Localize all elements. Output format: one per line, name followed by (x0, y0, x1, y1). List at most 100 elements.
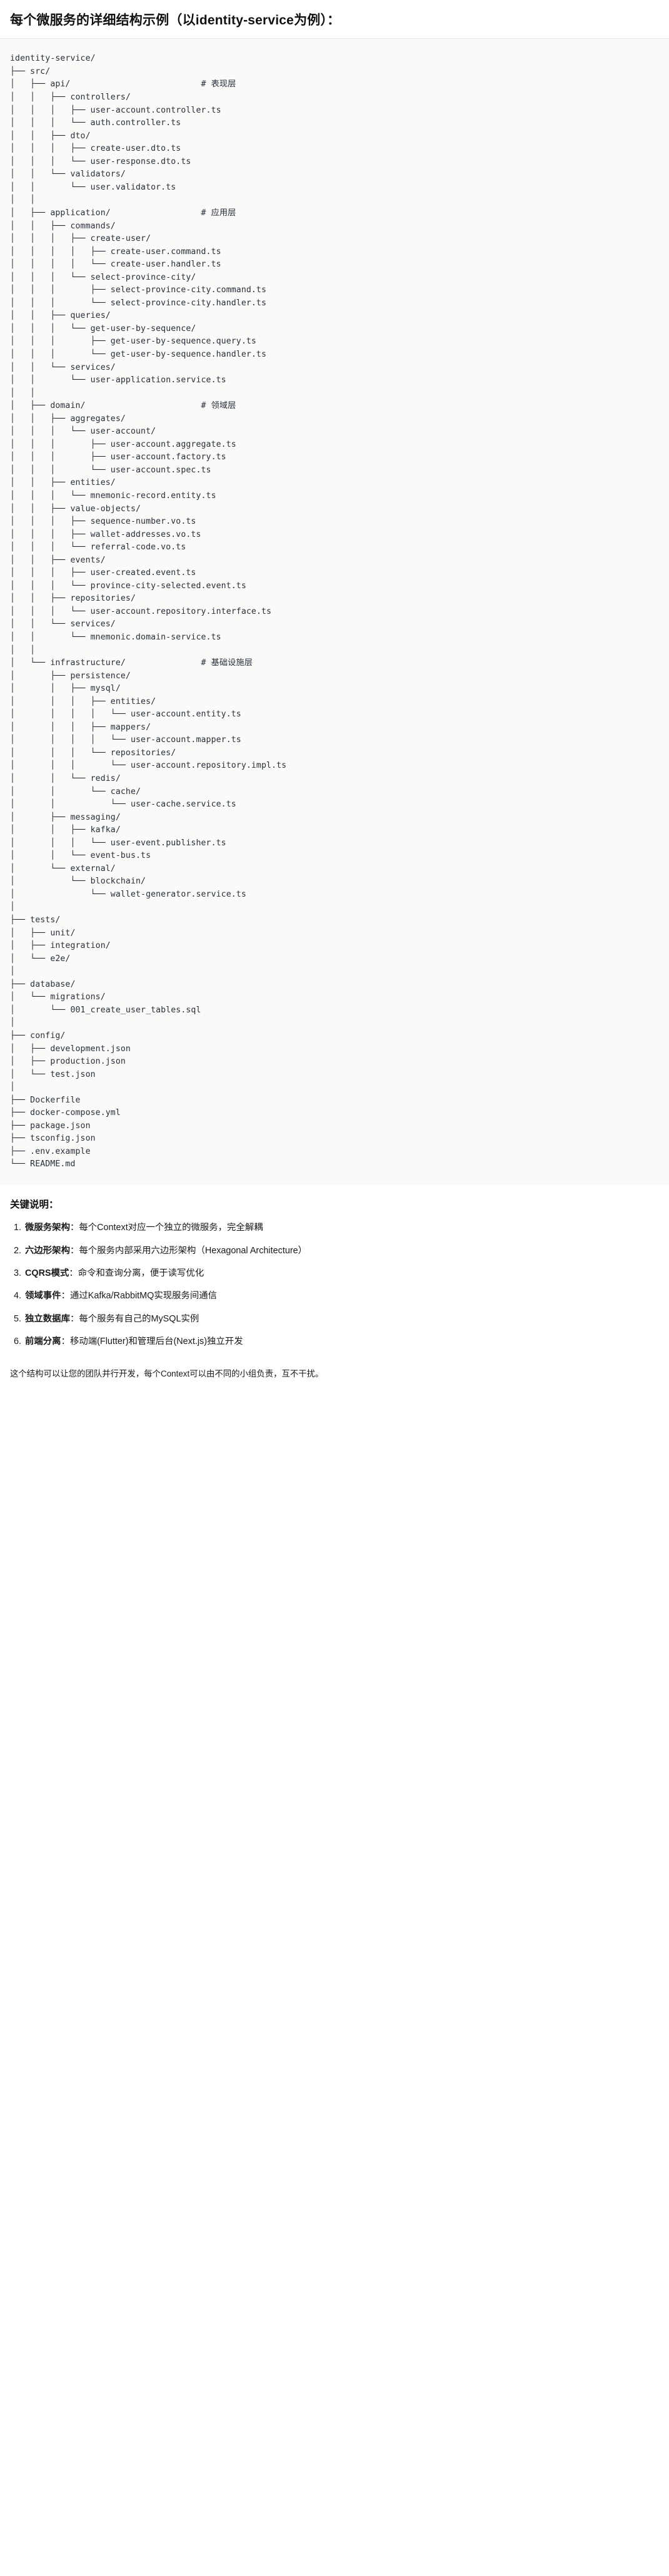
tree-line: │ │ ├── kafka/ (10, 825, 121, 835)
tree-line: └── README.md (10, 1159, 76, 1169)
tree-line: │ └── 001_create_user_tables.sql (10, 1005, 201, 1015)
tree-line: │ │ ├── repositories/ (10, 594, 136, 604)
tree-line: ├── tsconfig.json (10, 1134, 96, 1144)
tree-line: │ │ │ └── user-response.dto.ts (10, 156, 191, 166)
key-notes-list: 微服务架构：每个Context对应一个独立的微服务，完全解耦六边形架构：每个服务… (10, 1221, 659, 1348)
tree-line: │ │ └── user-cache.service.ts (10, 800, 236, 810)
directory-tree-content: identity-service/├── src/│ ├── api/ # 表现… (10, 53, 659, 1171)
tree-line: │ │ │ └── user-account.repository.interf… (10, 606, 272, 616)
tree-line: │ │ ├── aggregates/ (10, 414, 126, 424)
tree-line: │ │ └── validators/ (10, 170, 126, 180)
tree-line: │ │ (10, 195, 36, 205)
tree-line: │ ├── persistence/ (10, 671, 131, 681)
tree-line: │ ├── application/ # 应用层 (10, 208, 236, 218)
tree-line: │ │ │ └── user-event.publisher.ts (10, 838, 226, 848)
tree-line: │ (10, 1082, 16, 1092)
tree-line: │ ├── production.json (10, 1057, 126, 1067)
key-note-item: 六边形架构：每个服务内部采用六边形架构（Hexagonal Architectu… (24, 1244, 659, 1258)
tree-line: │ │ ├── events/ (10, 555, 106, 565)
tree-line: │ │ └── mnemonic.domain-service.ts (10, 633, 221, 642)
tree-line: │ │ ├── entities/ (10, 478, 116, 488)
tree-line: │ (10, 902, 16, 912)
tree-line: │ │ │ └── mnemonic-record.entity.ts (10, 491, 216, 501)
tree-line: │ │ │ └── get-user-by-sequence.handler.t… (10, 349, 267, 359)
tree-line: │ (10, 1018, 16, 1028)
directory-tree-code-block: identity-service/├── src/│ ├── api/ # 表现… (0, 39, 669, 1185)
key-notes-section: 关键说明： 微服务架构：每个Context对应一个独立的微服务，完全解耦六边形架… (0, 1185, 669, 1363)
tree-line: │ ├── development.json (10, 1044, 131, 1054)
tree-line: ├── docker-compose.yml (10, 1108, 121, 1118)
tree-line: │ │ (10, 388, 36, 398)
tree-line: │ │ │ ├── get-user-by-sequence.query.ts (10, 337, 256, 347)
tree-line: ├── config/ (10, 1031, 66, 1041)
tree-line: │ └── external/ (10, 863, 116, 873)
tree-line: │ │ ├── mysql/ (10, 684, 121, 694)
tree-line: │ │ │ ├── user-account.factory.ts (10, 452, 226, 462)
key-note-body: ：每个服务内部采用六边形架构（Hexagonal Architecture） (69, 1245, 308, 1256)
tree-line: │ │ └── services/ (10, 619, 116, 629)
tree-line: identity-service/ (10, 54, 96, 64)
tree-line: │ │ │ ├── user-account.controller.ts (10, 105, 221, 115)
tree-line: │ │ └── user.validator.ts (10, 182, 176, 192)
key-note-lead: 六边形架构 (25, 1245, 70, 1256)
tree-line: │ │ └── services/ (10, 362, 116, 372)
tree-line: ├── tests/ (10, 915, 61, 925)
directory-tree: identity-service/├── src/│ ├── api/ # 表现… (10, 53, 659, 1171)
tree-line: │ ├── integration/ (10, 941, 111, 951)
closing-paragraph: 这个结构可以让您的团队并行开发，每个Context可以由不同的小组负责，互不干扰… (10, 1369, 324, 1379)
tree-line: │ │ │ ├── sequence-number.vo.ts (10, 517, 196, 527)
tree-line: │ │ │ ├── create-user.dto.ts (10, 144, 181, 154)
tree-line: │ │ ├── dto/ (10, 131, 91, 141)
tree-line: │ │ ├── value-objects/ (10, 504, 141, 514)
tree-line: │ │ │ └── user-account.spec.ts (10, 465, 211, 475)
title-divider (0, 38, 669, 39)
tree-line: │ └── blockchain/ (10, 877, 146, 887)
page-title: 每个微服务的详细结构示例（以identity-service为例）： (10, 13, 341, 28)
tree-line: ├── .env.example (10, 1146, 91, 1156)
tree-line: │ │ │ ├── user-account.aggregate.ts (10, 439, 236, 449)
tree-line: │ │ │ └── user-account/ (10, 427, 156, 437)
key-note-body: ：命令和查询分离，便于读写优化 (69, 1268, 204, 1278)
key-note-item: 微服务架构：每个Context对应一个独立的微服务，完全解耦 (24, 1221, 659, 1235)
tree-line: │ │ │ │ └── create-user.handler.ts (10, 260, 221, 270)
tree-line: ├── src/ (10, 66, 51, 76)
tree-line: │ │ │ └── select-province-city/ (10, 272, 196, 282)
key-note-body: ：移动端(Flutter)和管理后台(Next.js)独立开发 (61, 1336, 243, 1347)
tree-line: │ │ │ ├── wallet-addresses.vo.ts (10, 529, 201, 539)
tree-line: │ │ ├── queries/ (10, 311, 111, 321)
key-note-body: ：每个服务有自己的MySQL实例 (69, 1313, 199, 1324)
tree-line: │ │ └── cache/ (10, 787, 141, 797)
tree-line: │ │ │ └── auth.controller.ts (10, 118, 181, 128)
key-note-item: 独立数据库：每个服务有自己的MySQL实例 (24, 1312, 659, 1326)
tree-line: │ └── e2e/ (10, 954, 71, 964)
tree-line: │ └── migrations/ (10, 992, 106, 1002)
key-note-item: 前端分离：移动端(Flutter)和管理后台(Next.js)独立开发 (24, 1335, 659, 1348)
tree-line: │ │ │ ├── mappers/ (10, 722, 151, 732)
tree-line: │ │ │ └── user-account.repository.impl.t… (10, 761, 287, 771)
tree-line: │ │ │ ├── create-user/ (10, 234, 151, 244)
tree-line: │ │ ├── controllers/ (10, 93, 131, 103)
tree-line: │ │ └── redis/ (10, 774, 121, 784)
tree-line: ├── Dockerfile (10, 1095, 81, 1105)
key-note-item: 领域事件：通过Kafka/RabbitMQ实现服务间通信 (24, 1289, 659, 1303)
key-note-body: ：每个Context对应一个独立的微服务，完全解耦 (69, 1223, 263, 1233)
tree-line: │ │ │ ├── select-province-city.command.t… (10, 285, 267, 295)
tree-line: │ (10, 967, 16, 977)
tree-line: │ │ │ │ └── user-account.mapper.ts (10, 735, 241, 745)
tree-line: │ │ │ └── select-province-city.handler.t… (10, 298, 267, 308)
key-note-lead: 领域事件 (25, 1291, 61, 1301)
key-note-lead: 独立数据库 (25, 1313, 70, 1324)
tree-line: │ ├── unit/ (10, 928, 76, 938)
tree-line: │ │ │ └── province-city-selected.event.t… (10, 581, 246, 591)
key-note-lead: 微服务架构 (25, 1223, 70, 1233)
page-root: 每个微服务的详细结构示例（以identity-service为例）： ident… (0, 0, 669, 1395)
key-note-lead: 前端分离 (25, 1336, 61, 1347)
tree-line: │ │ │ ├── entities/ (10, 696, 156, 706)
tree-line: │ │ │ └── referral-code.vo.ts (10, 542, 186, 552)
tree-line: │ └── test.json (10, 1069, 96, 1079)
tree-line: │ ├── messaging/ (10, 812, 121, 822)
tree-line: │ │ └── event-bus.ts (10, 851, 151, 861)
tree-line: │ ├── domain/ # 领域层 (10, 401, 236, 411)
tree-line: │ └── wallet-generator.service.ts (10, 889, 246, 899)
key-notes-title: 关键说明： (10, 1199, 59, 1210)
